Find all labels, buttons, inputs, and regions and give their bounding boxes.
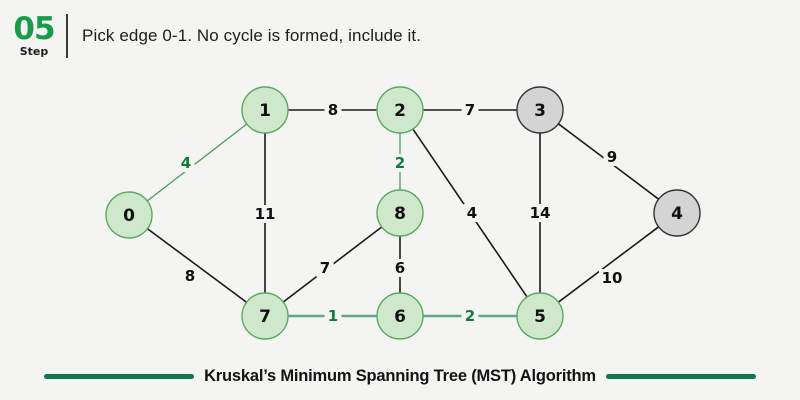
edge-weight-2-5: 4	[467, 204, 477, 222]
edge-weight-1-7: 11	[255, 205, 276, 223]
graph-node-7[interactable]: 7	[241, 292, 289, 340]
node-layer: 0 1 2 3 4 5 6 7 8	[105, 86, 701, 340]
node-label-6: 6	[394, 307, 406, 327]
node-circle-0	[105, 191, 153, 239]
step-instruction-text: Pick edge 0-1. No cycle is formed, inclu…	[82, 26, 422, 45]
edge-weight-backing	[527, 204, 553, 222]
edge-weight-layer: 4 8 8 11 7 2 4 9 14 10 7 1 6 2	[177, 101, 625, 325]
edge-weight-backing	[177, 154, 195, 172]
graph-node-1[interactable]: 1	[241, 86, 289, 134]
node-circle-2	[376, 86, 424, 134]
graph-node-5[interactable]: 5	[516, 292, 564, 340]
node-circle-5	[516, 292, 564, 340]
footer-title: Kruskal’s Minimum Spanning Tree (MST) Al…	[204, 367, 596, 385]
edge-weight-2-8: 2	[395, 154, 405, 172]
edge-weight-backing	[461, 101, 479, 119]
step-badge: 05 Step	[6, 10, 62, 59]
step-number: 05	[13, 10, 55, 47]
graph-edge-4-5	[557, 226, 660, 303]
edge-weight-4-5: 10	[602, 269, 623, 287]
footer: Kruskal’s Minimum Spanning Tree (MST) Al…	[0, 367, 800, 386]
node-label-0: 0	[123, 206, 135, 226]
edge-weight-0-7: 8	[185, 267, 195, 285]
node-circle-4	[653, 189, 701, 237]
graph-diagram: 4 8 8 11 7 2 4 9 14 10 7 1 6 2 0 1 2 3 4 5 6 7 8	[105, 86, 701, 340]
graph-edge-0-7	[146, 227, 248, 304]
edge-weight-6-5: 2	[465, 307, 475, 325]
node-label-1: 1	[259, 101, 271, 121]
edge-weight-backing	[252, 205, 278, 223]
edge-weight-8-6: 6	[395, 259, 405, 277]
footer-rule-left	[44, 374, 195, 379]
graph-node-8[interactable]: 8	[376, 189, 424, 237]
graph-node-2[interactable]: 2	[376, 86, 424, 134]
footer-rule-right	[605, 374, 756, 379]
edge-weight-backing	[324, 307, 342, 325]
edge-weight-backing	[391, 259, 409, 277]
graph-node-6[interactable]: 6	[376, 292, 424, 340]
node-circle-7	[241, 292, 289, 340]
edge-weight-2-3: 7	[465, 101, 475, 119]
node-label-4: 4	[671, 204, 683, 224]
graph-edge-0-1	[146, 123, 248, 202]
header-divider	[66, 14, 68, 58]
edge-weight-backing	[461, 307, 479, 325]
graph-node-0[interactable]: 0	[105, 191, 153, 239]
header: 05 Step Pick edge 0-1. No cycle is forme…	[0, 0, 800, 72]
graph-node-3[interactable]: 3	[516, 86, 564, 134]
node-circle-8	[376, 189, 424, 237]
node-label-2: 2	[394, 101, 406, 121]
node-circle-6	[376, 292, 424, 340]
step-word-label: Step	[19, 44, 49, 58]
edge-weight-backing	[603, 148, 621, 166]
edge-weight-backing	[391, 154, 409, 172]
node-circle-3	[516, 86, 564, 134]
edge-weight-7-8: 7	[320, 259, 330, 277]
node-label-8: 8	[394, 204, 406, 224]
edge-weight-0-1: 4	[181, 154, 191, 172]
node-label-7: 7	[259, 307, 271, 327]
edge-weight-3-5: 14	[530, 204, 551, 222]
edge-weight-backing	[316, 259, 334, 277]
node-circle-1	[241, 86, 289, 134]
edge-weight-backing	[463, 204, 481, 222]
edge-weight-7-6: 1	[328, 307, 338, 325]
edge-weight-backing	[599, 269, 625, 287]
node-label-5: 5	[534, 307, 546, 327]
edge-weight-1-2: 8	[328, 101, 338, 119]
edge-weight-backing	[181, 267, 199, 285]
graph-node-4[interactable]: 4	[653, 189, 701, 237]
edge-weight-3-4: 9	[607, 148, 617, 166]
edge-weight-backing	[324, 101, 342, 119]
node-label-3: 3	[534, 101, 546, 121]
